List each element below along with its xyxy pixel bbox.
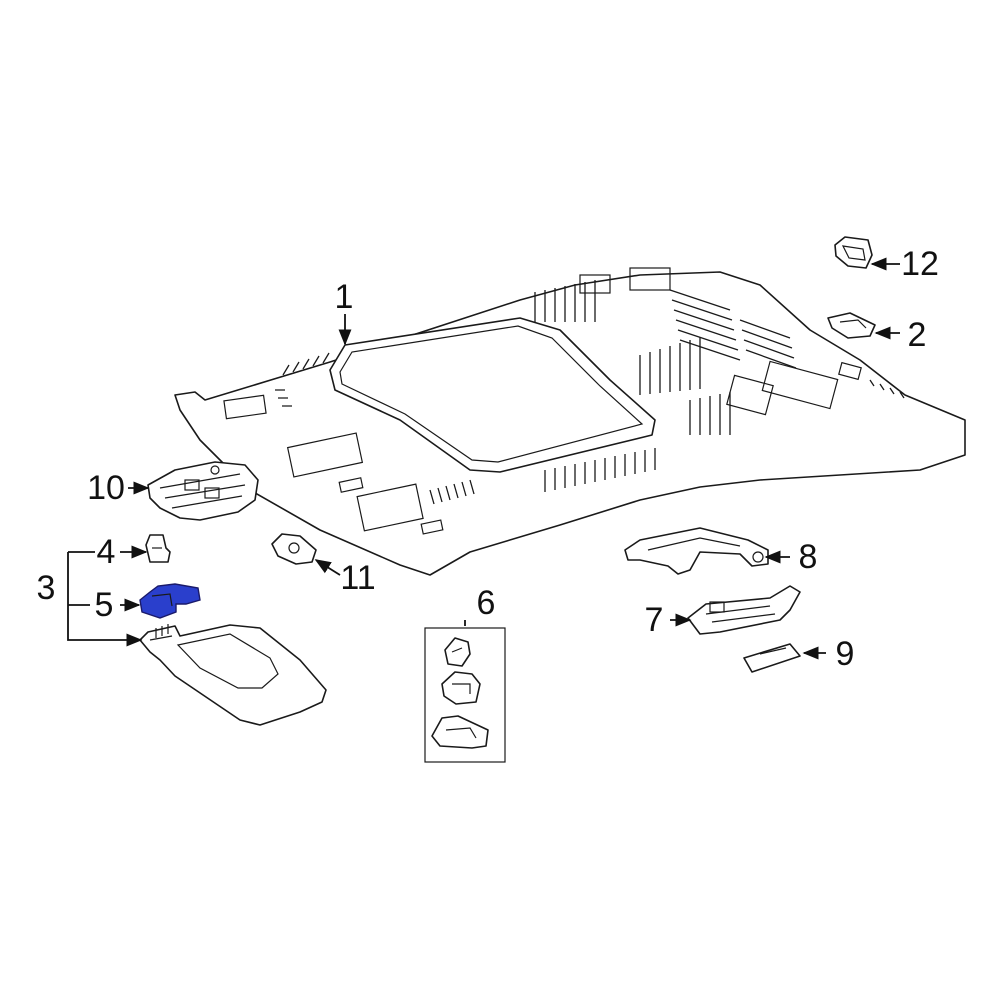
part-12-clip[interactable] xyxy=(834,236,873,269)
part-11-cover[interactable] xyxy=(271,533,317,565)
part-2-bracket[interactable] xyxy=(827,312,876,339)
callout-7: 7 xyxy=(644,601,664,639)
callout-1: 1 xyxy=(334,278,354,316)
headliner-ribs-rear xyxy=(534,267,905,492)
callout-5: 5 xyxy=(94,586,114,624)
part-6-group[interactable] xyxy=(424,627,506,763)
callout-4: 4 xyxy=(96,533,116,571)
callout-2: 2 xyxy=(907,316,927,354)
callout-12: 12 xyxy=(901,245,939,283)
callout-9: 9 xyxy=(835,635,855,673)
callout-6: 6 xyxy=(476,584,496,622)
callout-10: 10 xyxy=(87,469,125,507)
part-4-visor-clip[interactable] xyxy=(145,534,171,563)
callout-3: 3 xyxy=(36,569,56,607)
callout-11: 11 xyxy=(340,559,376,597)
callout-8: 8 xyxy=(798,538,818,576)
part-3-sun-visor[interactable] xyxy=(139,624,327,726)
part-10-overhead-console[interactable] xyxy=(147,461,259,521)
leader-lines xyxy=(67,257,900,660)
headliner-part[interactable] xyxy=(174,267,966,576)
part-9-lamp-lens[interactable] xyxy=(743,643,801,673)
part-8-grab-handle[interactable] xyxy=(624,527,769,575)
part-7-lamp-housing[interactable] xyxy=(687,585,801,635)
headliner-ribs-left xyxy=(223,352,475,535)
part-5-visor-bracket[interactable] xyxy=(139,583,201,619)
